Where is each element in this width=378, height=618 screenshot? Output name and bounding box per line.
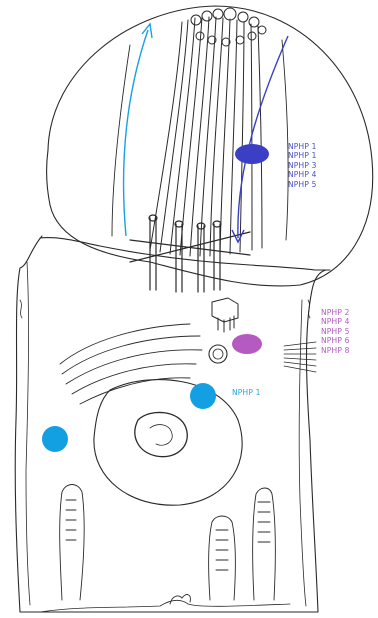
anterograde-arrow xyxy=(122,22,153,237)
nucleolus xyxy=(134,411,188,458)
basal-infolding-center xyxy=(208,515,236,601)
cell-membrane xyxy=(14,235,331,613)
nucleus xyxy=(93,379,243,506)
label-line: NPHP 4 xyxy=(288,170,317,180)
junction-dot-left xyxy=(42,426,68,452)
lateral-microvilli xyxy=(283,341,317,373)
label-line: NPHP 6 xyxy=(321,336,350,346)
golgi-apparatus xyxy=(59,323,203,405)
retrograde-arrow xyxy=(231,35,289,244)
label-line: NPHP 1 xyxy=(232,388,261,397)
cilium-protein-labels: NPHP 1 NPHP 1 NPHP 3 NPHP 4 NPHP 5 xyxy=(288,142,317,189)
transition-zone xyxy=(129,214,251,293)
daughter-centriole xyxy=(208,344,228,364)
basal-body-dot xyxy=(232,334,262,354)
microtubule-ends xyxy=(190,7,267,47)
junction-dot-right xyxy=(190,383,216,409)
label-line: NPHP 1 xyxy=(288,142,317,151)
basal-body xyxy=(211,297,239,333)
label-line: NPHP 5 xyxy=(288,179,317,189)
magnification-circle xyxy=(46,5,374,287)
basal-body-protein-labels: NPHP 2 NPHP 4 NPHP 5 NPHP 6 NPHP 8 xyxy=(321,308,350,355)
label-line: NPHP 3 xyxy=(288,160,317,170)
junction-protein-labels: NPHP 1 xyxy=(232,388,261,397)
label-line: NPHP 8 xyxy=(321,345,350,355)
cilium-dot xyxy=(235,144,269,164)
basal-infolding-left xyxy=(59,484,85,601)
axoneme-bundle xyxy=(149,16,263,257)
label-line: NPHP 5 xyxy=(321,326,350,336)
label-line: NPHP 1 xyxy=(288,151,317,161)
label-line: NPHP 2 xyxy=(321,308,350,317)
label-line: NPHP 4 xyxy=(321,317,350,327)
basal-infolding-right xyxy=(252,487,276,601)
